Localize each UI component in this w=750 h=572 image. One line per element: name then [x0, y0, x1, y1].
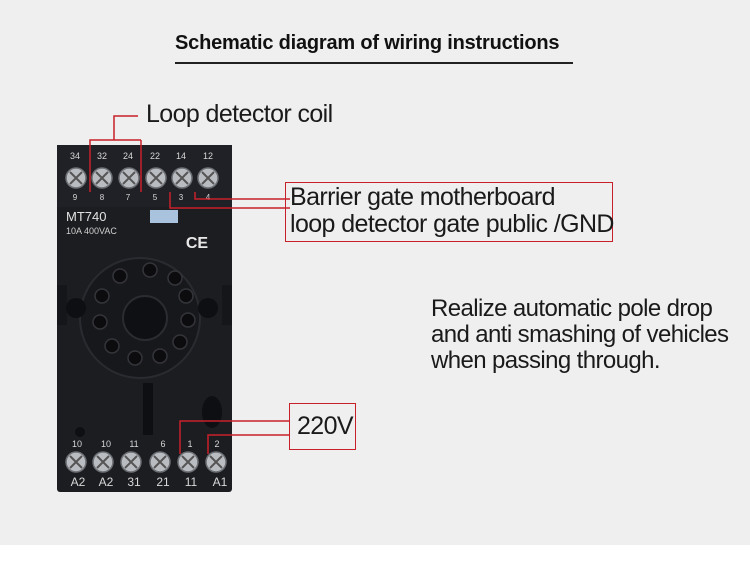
terminal-number: 3: [179, 193, 184, 202]
callout-lines: [89, 115, 290, 454]
terminal-number: 11: [129, 439, 138, 449]
terminal-screw-icon: [177, 451, 199, 473]
ce-mark-icon: CE: [186, 235, 209, 252]
terminal-number: 34: [70, 151, 80, 161]
description-line: Realize automatic pole drop: [431, 295, 713, 322]
terminal-screw-icon: [118, 167, 140, 189]
terminal-number: 10: [101, 439, 111, 449]
relay-model: MT740: [66, 209, 106, 224]
terminal-number: 5: [153, 193, 158, 202]
terminal-screw-icon: [171, 167, 193, 189]
description-line: and anti smashing of vehicles: [431, 321, 729, 348]
description-line: when passing through.: [431, 347, 661, 374]
terminal-number: 6: [160, 439, 165, 449]
terminal-number: 7: [126, 193, 131, 202]
terminal-screw-icon: [65, 167, 87, 189]
terminal-number: 1: [187, 439, 192, 449]
power-220v-label: 220V: [297, 412, 354, 440]
terminal-label: 21: [156, 475, 170, 489]
terminal-number: 24: [123, 151, 133, 161]
top-terminal-screws: [65, 167, 219, 189]
barrier-gate-callout-box: [285, 182, 613, 242]
terminal-screw-icon: [149, 451, 171, 473]
relay-socket: [57, 145, 232, 492]
terminal-number: 9: [73, 193, 78, 202]
terminal-label: 31: [127, 475, 141, 489]
power-callout-box: [289, 403, 356, 450]
terminal-number: 22: [150, 151, 160, 161]
terminal-number: 2: [214, 439, 219, 449]
terminal-screw-icon: [205, 451, 227, 473]
terminal-label: A1: [213, 475, 228, 489]
terminal-label: 11: [185, 475, 198, 489]
label-plate: [150, 210, 178, 223]
terminal-screw-icon: [92, 451, 114, 473]
terminal-number: 10: [72, 439, 82, 449]
terminal-number: 32: [97, 151, 107, 161]
bottom-terminal-screws: [65, 451, 227, 473]
terminal-screw-icon: [145, 167, 167, 189]
terminal-screw-icon: [120, 451, 142, 473]
terminal-screw-icon: [91, 167, 113, 189]
terminal-screw-icon: [197, 167, 219, 189]
terminal-number: 14: [176, 151, 186, 161]
loop-detector-coil-label: Loop detector coil: [146, 100, 333, 128]
terminal-label: A2: [71, 475, 86, 489]
relay-rating: 10A 400VAC: [66, 226, 117, 236]
barrier-gate-label-line1: Barrier gate motherboard: [290, 183, 556, 211]
function-description: Realize automatic pole drop and anti sma…: [431, 296, 741, 374]
barrier-gate-label-line2: loop detector gate public /GND: [290, 210, 614, 238]
diagram-title: Schematic diagram of wiring instructions: [175, 32, 560, 54]
terminal-number: 12: [203, 151, 213, 161]
terminal-number: 8: [100, 193, 105, 202]
terminal-number: 4: [206, 193, 211, 202]
title-underline: [175, 62, 573, 64]
terminal-label: A2: [99, 475, 114, 489]
terminal-screw-icon: [65, 451, 87, 473]
